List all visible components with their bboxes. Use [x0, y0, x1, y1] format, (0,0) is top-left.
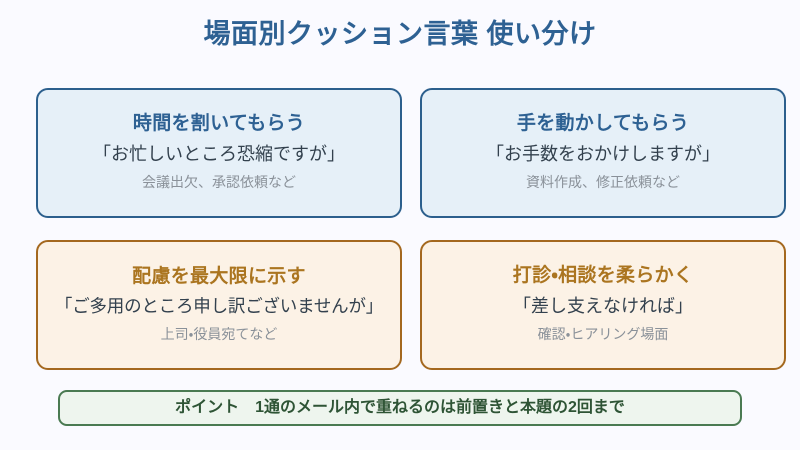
card-heading: 手を動かしてもらう — [516, 113, 690, 135]
card-heading: 配慮を最大限に示す — [132, 265, 306, 287]
card-heading: 時間を割いてもらう — [132, 113, 306, 135]
card-caption: 会議出欠、承認依頼など — [142, 174, 296, 191]
point-banner: ポイント 1通のメール内で重ねるのは前置きと本題の2回まで — [58, 390, 742, 426]
card-grid: 時間を割いてもらう 「お忙しいところ恐縮ですが」 会議出欠、承認依頼など 手を動… — [36, 88, 786, 370]
page-title: 場面別クッション言葉 使い分け — [203, 19, 597, 49]
card-task-request: 手を動かしてもらう 「お手数をおかけしますが」 資料作成、修正依頼など — [420, 88, 786, 218]
card-quote: 「ご多用のところ申し訳ございませんが」 — [54, 296, 384, 317]
card-caption: 上司・役員宛てなど — [160, 326, 278, 343]
point-banner-text: ポイント 1通のメール内で重ねるのは前置きと本題の2回まで — [175, 399, 625, 416]
card-quote: 「お忙しいところ恐縮ですが」 — [93, 144, 345, 165]
card-maximum-consideration: 配慮を最大限に示す 「ご多用のところ申し訳ございませんが」 上司・役員宛てなど — [36, 240, 402, 370]
card-caption: 確認・ヒアリング場面 — [537, 326, 669, 343]
card-heading: 打診・相談を柔らかく — [512, 265, 694, 287]
card-quote: 「お手数をおかけしますが」 — [486, 144, 720, 165]
card-caption: 資料作成、修正依頼など — [526, 174, 680, 191]
card-quote: 「差し支えなければ」 — [513, 296, 693, 317]
card-soft-inquiry: 打診・相談を柔らかく 「差し支えなければ」 確認・ヒアリング場面 — [420, 240, 786, 370]
card-time-request: 時間を割いてもらう 「お忙しいところ恐縮ですが」 会議出欠、承認依頼など — [36, 88, 402, 218]
